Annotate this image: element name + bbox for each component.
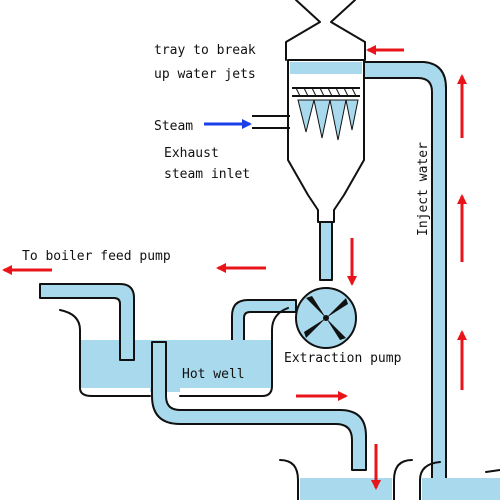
label-extraction-pump: Extraction pump <box>284 351 402 366</box>
pump-impeller-icon <box>304 296 348 340</box>
label-inject-water: Inject water <box>416 142 431 236</box>
overflow-pipe <box>151 341 367 471</box>
label-exhaust-line2: steam inlet <box>164 167 250 182</box>
label-tray-line1: tray to break <box>154 43 256 58</box>
hot-well-tank <box>59 307 289 397</box>
extraction-pump <box>295 287 357 349</box>
tray <box>292 87 360 97</box>
label-steam: Steam <box>154 119 193 134</box>
steam-inlet-pipe <box>252 115 290 129</box>
label-hot-well: Hot well <box>182 367 245 382</box>
boiler-feed-pipe <box>39 283 135 361</box>
label-exhaust-line1: Exhaust <box>164 146 219 161</box>
label-tray-line2: up water jets <box>154 67 256 82</box>
flow-arrows <box>2 45 467 490</box>
inject-water-pipe <box>363 61 447 500</box>
cold-water-sump-left <box>279 459 413 500</box>
water-jets <box>297 99 359 141</box>
cold-water-sump-right <box>419 461 500 500</box>
label-boiler-feed-pump: To boiler feed pump <box>22 249 171 264</box>
condenser-chamber <box>285 0 366 281</box>
